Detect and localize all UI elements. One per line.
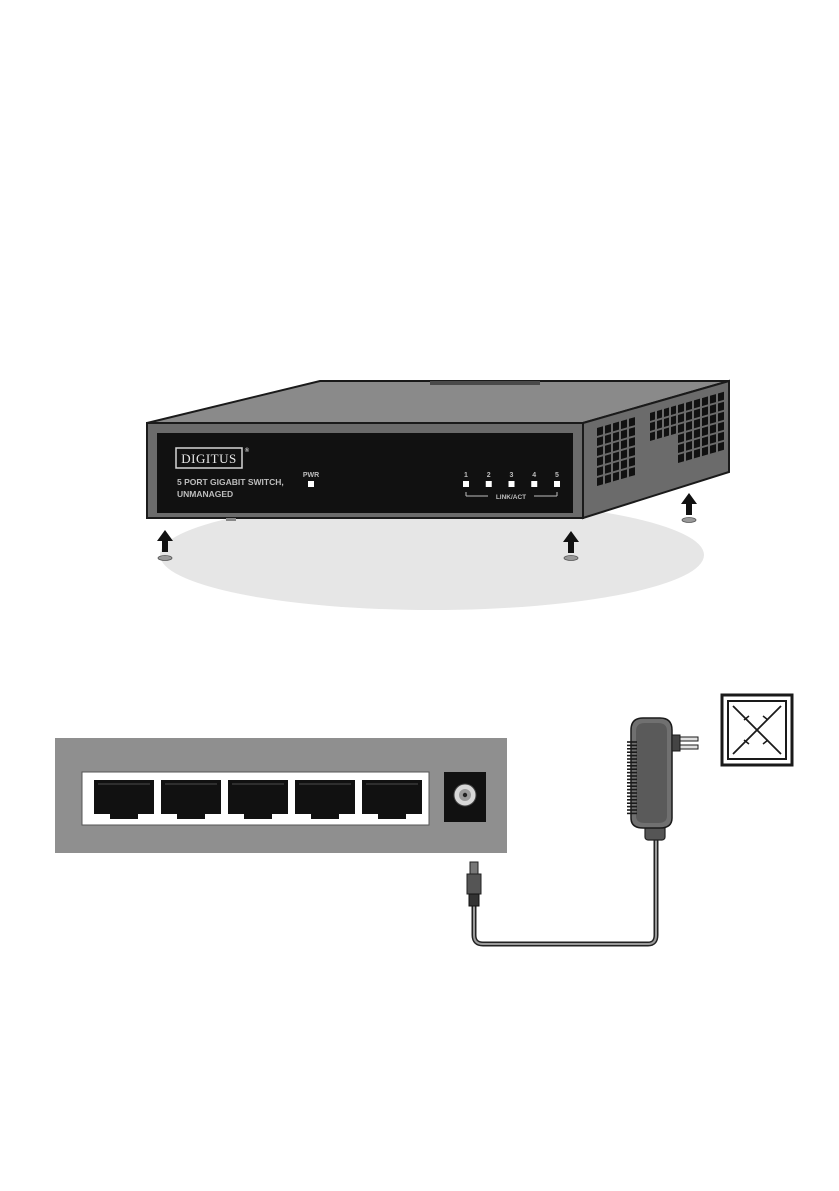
double-insulation-symbol-icon [722,695,792,765]
rubber-foot-arrow-back-right [681,493,697,523]
vent-slot [671,426,676,435]
switch-rear-view [55,738,507,853]
power-led-label: PWR [303,472,319,479]
rj45-port-group [94,780,422,819]
vent-slot [664,428,669,437]
vent-slot [657,410,662,419]
rj45-port-icon [362,780,422,819]
port-number-label: 2 [487,472,491,479]
power-cable [474,838,656,944]
brand-registered-mark: ® [245,447,250,454]
vent-slot [671,406,676,415]
vent-slot [650,432,655,441]
port-led [463,481,469,487]
vent-slot [650,412,655,421]
rj45-port-icon [94,780,154,819]
port-led [554,481,560,487]
vent-slot [664,408,669,417]
front-foot-mark [226,518,236,521]
port-number-label: 3 [510,472,514,479]
rj45-port-icon [228,780,288,819]
rj45-port-icon [295,780,355,819]
power-adapter-assembly [467,695,792,944]
vent-slot [671,416,676,425]
power-adapter-icon [627,718,698,840]
port-number-label: 4 [532,472,536,479]
port-led [486,481,492,487]
port-number-label: 5 [555,472,559,479]
port-led [531,481,537,487]
model-label-line-2: UNMANAGED [177,489,233,499]
power-led [308,481,314,487]
vent-slot [650,422,655,431]
vent-slot [657,420,662,429]
model-label-line-1: 5 PORT GIGABIT SWITCH, [177,477,284,487]
top-vent-slot [430,381,540,385]
dc-plug-connector [467,862,481,906]
switch-front-view: DIGITUS ® 5 PORT GIGABIT SWITCH, UNMANAG… [147,381,729,610]
port-number-label: 1 [464,472,468,479]
dc-power-jack-icon [444,772,486,822]
brand-logo: DIGITUS [181,451,237,466]
vent-slot [664,418,669,427]
vent-slot [657,430,662,439]
port-led [509,481,515,487]
link-act-label: LINK/ACT [496,494,526,501]
rj45-port-icon [161,780,221,819]
